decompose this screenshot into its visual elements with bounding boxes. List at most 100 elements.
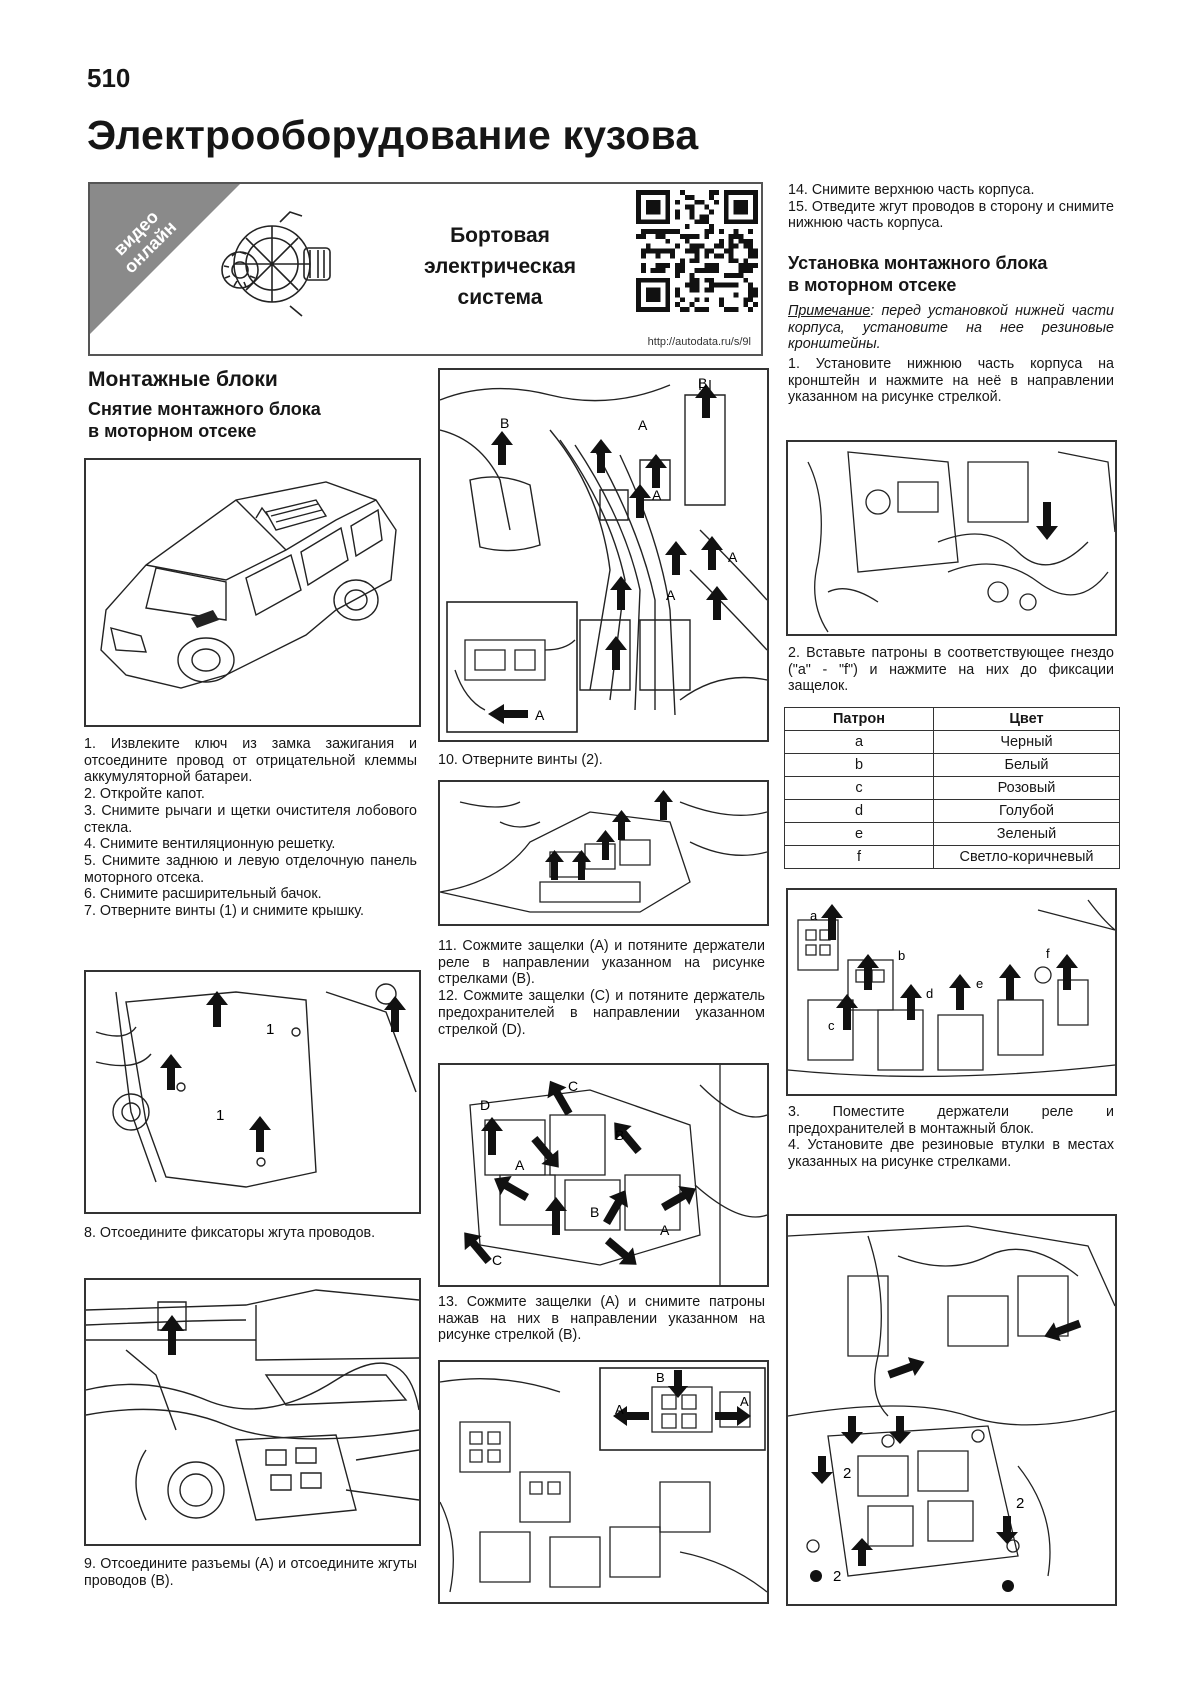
figure-step10-screws xyxy=(438,780,769,926)
video-url[interactable]: http://autodata.ru/s/9l xyxy=(647,336,751,348)
step-5: 5. Снимите заднюю и левую отделочную пан… xyxy=(84,852,417,886)
step-12: 12. Сожмите защелки (C) и потяните держа… xyxy=(438,988,765,1038)
label-b: B xyxy=(656,1370,665,1385)
car-illustration xyxy=(100,481,397,689)
steps-14-15: 14. Снимите верхнюю часть корпуса. 15. О… xyxy=(788,182,1114,232)
label-c1: C xyxy=(568,1078,578,1094)
step-4: 4. Снимите вентиляционную решетку. xyxy=(84,836,336,853)
step-14: 14. Снимите верхнюю часть корпуса. xyxy=(788,182,1035,198)
table-cell: b xyxy=(784,753,934,777)
note-text: : перед установкой нижней части корпуса,… xyxy=(788,303,1114,353)
label-a4: A xyxy=(666,587,676,603)
install-step-2: 2. Вставьте патроны в соответствующее гн… xyxy=(788,645,1114,695)
figure-install2-cartridges: a b c d e f xyxy=(786,888,1117,1096)
figure-step9-connectors: B B A A A A A xyxy=(438,368,769,742)
subheading-removal-line2: в моторном отсеке xyxy=(88,421,257,441)
figure-install4-bushings: 2 2 2 xyxy=(786,1214,1117,1606)
table-cell: Зеленый xyxy=(933,822,1120,846)
page-number: 510 xyxy=(87,63,131,93)
figure-step13-cartridges: A A B xyxy=(438,1360,769,1604)
table-header-cartridge: Патрон xyxy=(784,707,934,731)
label-b1: B xyxy=(500,415,509,431)
step-10: 10. Отверните винты (2). xyxy=(438,752,603,768)
qr-code[interactable] xyxy=(636,190,758,312)
banner-title-line3: система xyxy=(457,286,543,309)
step-9: 9. Отсоедините разъемы (A) и отсоедините… xyxy=(84,1556,417,1589)
step-11: 11. Сожмите защелки (A) и потяните держа… xyxy=(438,938,765,988)
subheading-removal: Снятие монтажного блока в моторном отсек… xyxy=(88,398,321,442)
label-a: a xyxy=(810,908,818,923)
step-15: 15. Отведите жгут проводов в сторону и с… xyxy=(788,198,1114,232)
heading-installation-line1: Установка монтажного блока xyxy=(788,253,1048,273)
label-b1: B xyxy=(615,1127,624,1143)
figure-install1-bracket xyxy=(786,440,1117,636)
banner-title-line2: электрическая xyxy=(423,255,577,278)
label-a1: A xyxy=(515,1157,525,1173)
step-2: 2. Откройте капот. xyxy=(84,786,205,803)
install-step-1: 1. Установите нижнюю часть корпуса на кр… xyxy=(788,356,1114,406)
table-cell: e xyxy=(784,822,934,846)
table-cell: a xyxy=(784,730,934,754)
figure-car xyxy=(84,458,421,727)
label-2c: 2 xyxy=(833,1568,841,1585)
steps-11-12: 11. Сожмите защелки (A) и потяните держа… xyxy=(438,938,765,1038)
install-steps-3-4: 3. Поместите держатели реле и предохрани… xyxy=(788,1104,1114,1171)
label-f: f xyxy=(1046,946,1050,961)
label-a1: A xyxy=(615,1402,624,1417)
alternator-icon xyxy=(210,204,340,324)
table-header-color: Цвет xyxy=(933,707,1120,731)
step-1: 1. Извлеките ключ из замка зажигания и о… xyxy=(84,736,417,786)
banner-title-line1: Бортовая xyxy=(450,224,550,247)
table-cell: Голубой xyxy=(933,799,1120,823)
label-b: b xyxy=(898,948,905,963)
figure-step7-cover: 1 1 xyxy=(84,970,421,1214)
label-d: D xyxy=(480,1097,490,1113)
label-2a: 2 xyxy=(843,1465,851,1482)
label-a2: A xyxy=(740,1394,749,1409)
install-step-3: 3. Поместите держатели реле и предохрани… xyxy=(788,1104,1114,1137)
table-cell: Розовый xyxy=(933,776,1120,800)
table-cell: d xyxy=(784,799,934,823)
label-1b: 1 xyxy=(216,1107,224,1124)
install-step-4: 4. Установите две резиновые втулки в мес… xyxy=(788,1137,1114,1171)
table-cell: Светло-коричневый xyxy=(933,845,1120,869)
label-a1: A xyxy=(638,417,648,433)
page-title: Электрооборудование кузова xyxy=(87,112,699,158)
figure-step12-relays: D C C A A B B xyxy=(438,1063,769,1287)
banner-title: Бортовая электрическая система xyxy=(380,220,620,313)
subheading-removal-line1: Снятие монтажного блока xyxy=(88,399,321,419)
step-3: 3. Снимите рычаги и щетки очистителя лоб… xyxy=(84,802,417,836)
label-b2: B xyxy=(698,375,707,391)
label-2b: 2 xyxy=(1016,1495,1024,1512)
table-cell: c xyxy=(784,776,934,800)
step-13: 13. Сожмите защелки (A) и снимите патрон… xyxy=(438,1294,765,1344)
heading-mounting-blocks: Монтажные блоки xyxy=(88,368,278,391)
steps-1-7: 1. Извлеките ключ из замка зажигания и о… xyxy=(84,736,417,920)
inset-label-a: A xyxy=(535,707,545,723)
installation-note: Примечание: перед установкой нижней част… xyxy=(788,303,1114,353)
table-cell: Белый xyxy=(933,753,1120,777)
label-1a: 1 xyxy=(266,1021,274,1038)
label-c: c xyxy=(828,1018,835,1033)
label-a2: A xyxy=(660,1222,670,1238)
step-8: 8. Отсоедините фиксаторы жгута проводов. xyxy=(84,1225,376,1241)
table-header-row: Патрон Цвет xyxy=(784,707,1120,731)
label-a2: A xyxy=(652,487,662,503)
label-d: d xyxy=(926,986,933,1001)
note-label: Примечание xyxy=(788,303,871,319)
label-e: e xyxy=(976,976,983,991)
table-cell: Черный xyxy=(933,730,1120,754)
heading-installation-line2: в моторном отсеке xyxy=(788,275,957,295)
label-b2: B xyxy=(590,1204,599,1220)
label-a3: A xyxy=(728,549,738,565)
video-banner[interactable]: видео онлайн Бортовая электрическая сист… xyxy=(88,182,763,356)
label-c2: C xyxy=(492,1252,502,1268)
